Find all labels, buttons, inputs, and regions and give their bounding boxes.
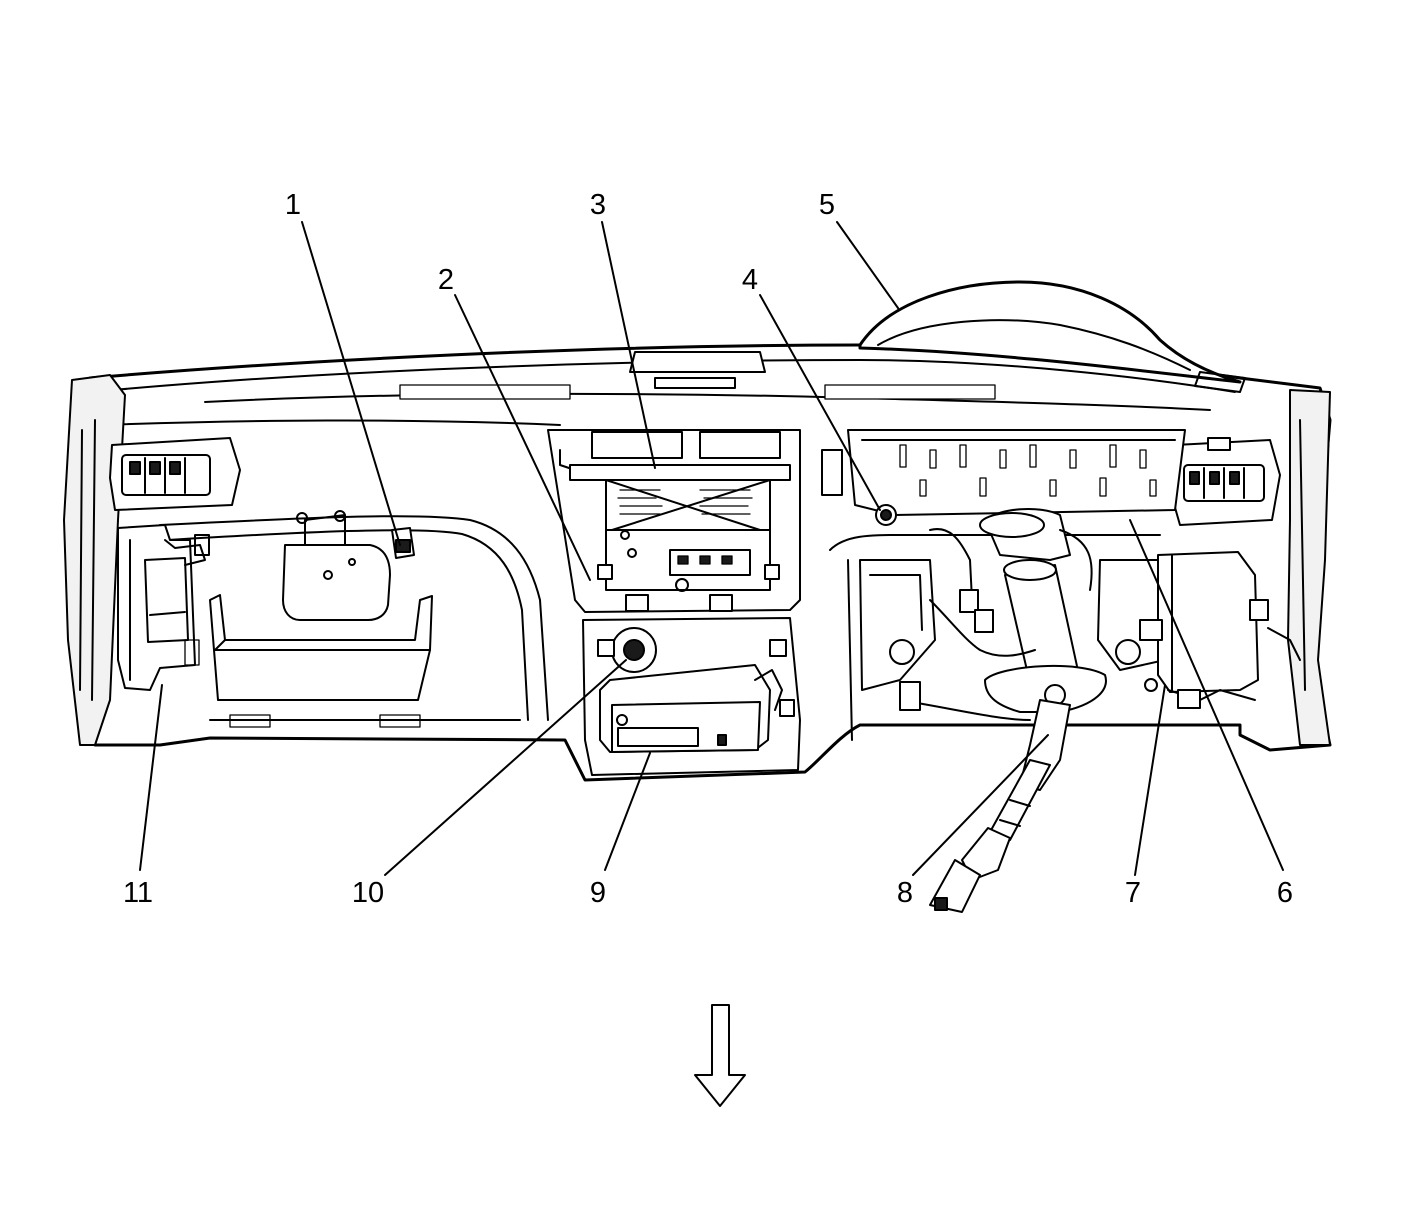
center-console (582, 617, 801, 776)
callout-labels: 1 2 3 4 5 6 7 8 9 10 11 (123, 189, 1293, 909)
callout-8: 8 (897, 877, 913, 909)
defrost-vents (399, 351, 1246, 400)
right-air-vent (1169, 439, 1281, 526)
callout-11: 11 (123, 877, 153, 909)
callout-2: 2 (438, 264, 454, 296)
callout-5: 5 (819, 189, 835, 221)
steering-column-bay (829, 507, 1166, 913)
right-side-module (1139, 551, 1301, 709)
callout-3: 3 (590, 189, 606, 221)
callout-leaders (139, 221, 1284, 876)
callout-9: 9 (590, 877, 606, 909)
beam-slots (899, 444, 1157, 497)
cluster-hood (858, 280, 1242, 384)
left-fuse-module (117, 524, 210, 691)
callout-4: 4 (742, 264, 758, 296)
down-arrow-icon (694, 1004, 746, 1107)
radio-vent-pattern (617, 489, 753, 515)
left-air-vent (109, 437, 241, 511)
callout-1: 1 (285, 189, 301, 221)
callout-10: 10 (352, 877, 384, 909)
cross-car-beam (821, 429, 1231, 526)
radio-receiver (547, 429, 801, 613)
callout-7: 7 (1125, 877, 1141, 909)
callout-6: 6 (1277, 877, 1293, 909)
glove-box-cavity (159, 510, 549, 728)
